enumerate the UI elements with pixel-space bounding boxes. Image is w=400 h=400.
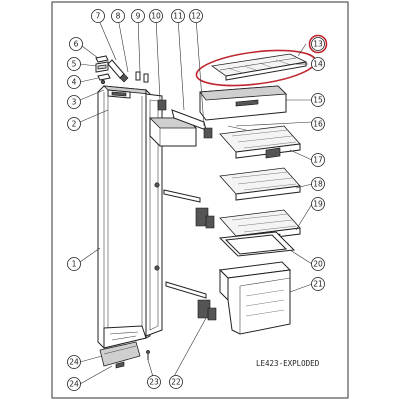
callout-3: 3 xyxy=(67,95,81,109)
callout-10: 10 xyxy=(149,9,163,23)
svg-text:15: 15 xyxy=(313,96,323,105)
callout-6: 6 xyxy=(69,37,83,51)
callout-23: 23 xyxy=(147,375,161,389)
callout-16: 16 xyxy=(311,117,325,131)
svg-text:14: 14 xyxy=(313,60,323,69)
crisper-drawer-21 xyxy=(218,261,292,335)
callout-15: 15 xyxy=(311,93,325,107)
callout-14: 14 xyxy=(311,57,325,71)
glass-shelf-17 xyxy=(219,125,301,159)
top-hinge-parts xyxy=(107,59,167,111)
frame-20 xyxy=(218,231,296,257)
svg-text:19: 19 xyxy=(313,200,323,209)
door-rails xyxy=(163,189,217,321)
svg-text:1: 1 xyxy=(72,260,77,269)
svg-text:22: 22 xyxy=(171,378,181,387)
callouts: 7 8 9 10 11 12 6 5 4 3 2 1 13 14 15 16 1… xyxy=(67,9,328,391)
bottom-panel-24 xyxy=(99,341,150,369)
svg-text:9: 9 xyxy=(136,12,141,21)
svg-text:20: 20 xyxy=(313,260,323,269)
svg-text:16: 16 xyxy=(313,120,323,129)
svg-text:24: 24 xyxy=(69,358,79,367)
callout-22: 22 xyxy=(169,375,183,389)
svg-text:7: 7 xyxy=(96,12,101,21)
callout-9: 9 xyxy=(131,9,145,23)
svg-text:8: 8 xyxy=(116,12,121,21)
callout-17: 17 xyxy=(311,153,325,167)
callout-19: 19 xyxy=(311,197,325,211)
svg-text:3: 3 xyxy=(72,98,77,107)
cover-15 xyxy=(199,85,287,121)
svg-text:4: 4 xyxy=(72,78,77,87)
callout-21: 21 xyxy=(311,277,325,291)
door-assembly xyxy=(97,85,163,349)
svg-text:12: 12 xyxy=(191,12,201,21)
svg-text:23: 23 xyxy=(149,378,159,387)
callout-18: 18 xyxy=(311,177,325,191)
glass-shelf-18 xyxy=(219,167,301,201)
diagram-caption: LE423-EXPLODED xyxy=(256,359,320,368)
svg-text:11: 11 xyxy=(173,12,183,21)
svg-text:17: 17 xyxy=(313,156,323,165)
callout-24-upper: 24 xyxy=(67,355,81,369)
svg-text:13: 13 xyxy=(313,40,323,49)
callout-7: 7 xyxy=(91,9,105,23)
callout-5: 5 xyxy=(67,57,81,71)
svg-text:24: 24 xyxy=(69,380,79,389)
svg-text:2: 2 xyxy=(72,120,77,129)
callout-24-lower: 24 xyxy=(67,377,81,391)
callout-2: 2 xyxy=(67,117,81,131)
callout-20: 20 xyxy=(311,257,325,271)
svg-text:21: 21 xyxy=(313,280,323,289)
door-shelf-top xyxy=(149,109,213,147)
svg-text:6: 6 xyxy=(74,40,79,49)
svg-text:18: 18 xyxy=(313,180,323,189)
hinge-parts xyxy=(95,55,111,85)
callout-8: 8 xyxy=(111,9,125,23)
callout-1: 1 xyxy=(67,257,81,271)
callout-11: 11 xyxy=(171,9,185,23)
callout-12: 12 xyxy=(189,9,203,23)
svg-text:10: 10 xyxy=(151,12,161,21)
callout-4: 4 xyxy=(67,75,81,89)
leader-lines xyxy=(79,17,313,385)
callout-13: 13 xyxy=(308,34,328,54)
svg-text:5: 5 xyxy=(72,60,77,69)
